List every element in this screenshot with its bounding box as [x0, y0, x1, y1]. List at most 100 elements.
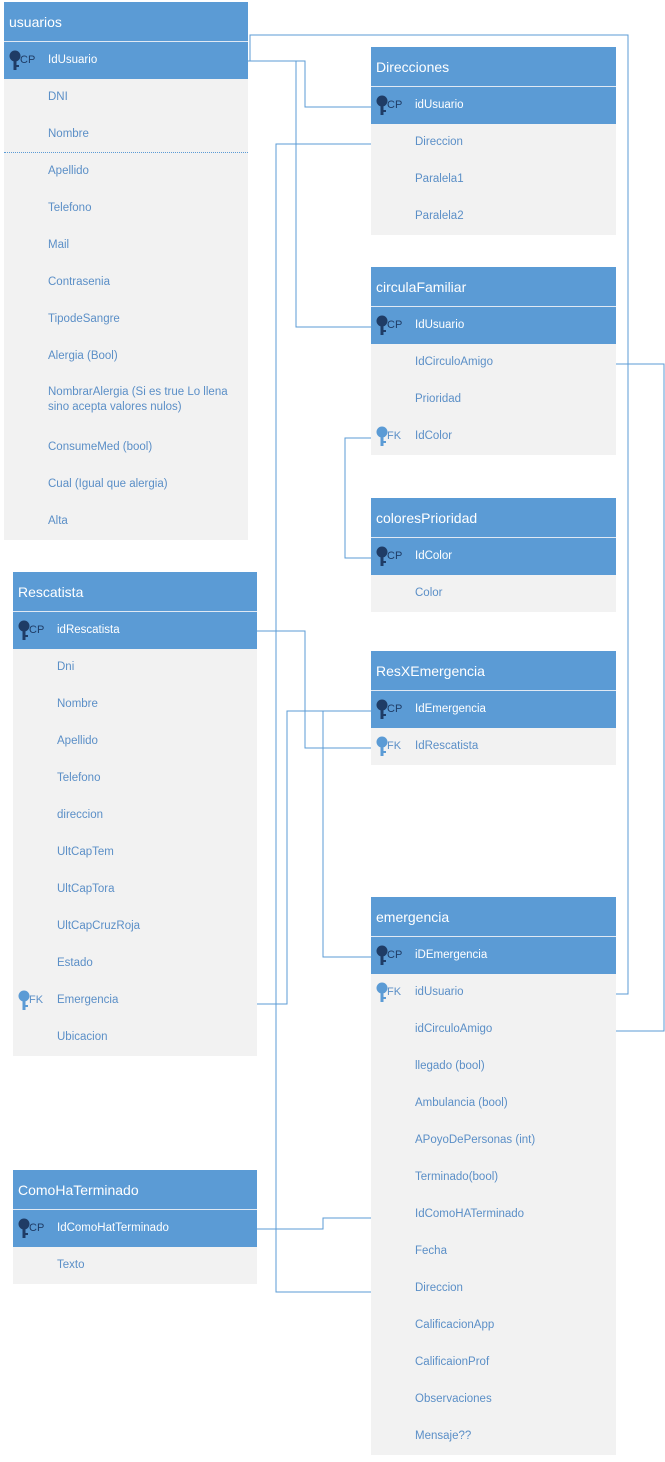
field-row[interactable]: Color — [371, 575, 616, 612]
link-circulafamiliar-emergencia — [616, 363, 665, 1032]
field-row[interactable]: Texto — [13, 1247, 257, 1284]
field-label: Terminado(bool) — [415, 1171, 499, 1183]
link-comohaterminado-emergencia — [257, 1217, 371, 1230]
field-row[interactable]: Cual (Igual que alergia) — [4, 466, 248, 503]
fk-tag: FK — [29, 994, 44, 1006]
field-row[interactable]: ConsumeMed (bool) — [4, 429, 248, 466]
entity-comohaterminado[interactable]: ComoHaTerminado CP IdComoHatTerminado Te… — [13, 1170, 257, 1284]
key-icon — [9, 50, 21, 70]
field-label: NombrarAlergia (Si es true Lo llena sino… — [48, 386, 228, 413]
key-icon — [18, 1218, 30, 1238]
field-row[interactable]: Observaciones — [371, 1381, 616, 1418]
field-row[interactable]: Direccion — [371, 1270, 616, 1307]
field-row[interactable]: IdCirculoAmigo — [371, 344, 616, 381]
field-row[interactable]: Ambulancia (bool) — [371, 1085, 616, 1122]
field-label: IdComoHATerminado — [415, 1208, 525, 1220]
fk-tag: FK — [387, 430, 402, 442]
field-label: Apellido — [57, 735, 98, 747]
field-row[interactable]: Dni — [13, 649, 257, 686]
field-row-pk[interactable]: CP idUsuario — [371, 87, 616, 124]
field-row[interactable]: Apellido — [13, 723, 257, 760]
entity-title: Direcciones — [371, 47, 616, 87]
entity-title: circulaFamiliar — [371, 267, 616, 307]
field-label: Estado — [57, 957, 93, 969]
field-label: idUsuario — [415, 986, 464, 998]
field-label: Nombre — [57, 698, 98, 710]
entity-resxemergencia[interactable]: ResXEmergencia CP IdEmergencia FK IdResc… — [371, 651, 616, 765]
field-row-pk[interactable]: CP IdComoHatTerminado — [13, 1210, 257, 1247]
field-row[interactable]: direccion — [13, 797, 257, 834]
entity-rescatista[interactable]: Rescatista CP idRescatista Dni Nombre Ap… — [13, 572, 257, 1056]
field-row[interactable]: TipodeSangre — [4, 301, 248, 338]
field-label: IdEmergencia — [415, 703, 486, 715]
field-label: idRescatista — [57, 624, 120, 636]
field-row[interactable]: Terminado(bool) — [371, 1159, 616, 1196]
pk-tag: CP — [387, 550, 403, 562]
field-row-pk[interactable]: CP IdUsuario — [371, 307, 616, 344]
link-rescatista-emergencia — [257, 710, 371, 1005]
field-label: UltCapTora — [57, 883, 115, 895]
field-row[interactable]: Nombre — [4, 116, 248, 153]
entity-title: coloresPrioridad — [371, 498, 616, 538]
field-row-pk[interactable]: CP IdColor — [371, 538, 616, 575]
pk-tag: CP — [387, 319, 403, 331]
field-row[interactable]: idCirculoAmigo — [371, 1011, 616, 1048]
field-row[interactable]: Estado — [13, 945, 257, 982]
field-row-fk[interactable]: FK Emergencia — [13, 982, 257, 1019]
field-row[interactable]: Prioridad — [371, 381, 616, 418]
field-row-pk[interactable]: CP idRescatista — [13, 612, 257, 649]
field-row[interactable]: UltCapTem — [13, 834, 257, 871]
field-label: UltCapTem — [57, 846, 114, 858]
field-row[interactable]: Mensaje?? — [371, 1418, 616, 1455]
field-row[interactable]: Direccion — [371, 124, 616, 161]
field-row-pk[interactable]: CP iDEmergencia — [371, 937, 616, 974]
field-row[interactable]: Paralela1 — [371, 161, 616, 198]
key-icon — [376, 736, 388, 756]
field-label: DNI — [48, 91, 68, 103]
field-row[interactable]: IdComoHATerminado — [371, 1196, 616, 1233]
field-row[interactable]: Telefono — [13, 760, 257, 797]
field-row[interactable]: Mail — [4, 227, 248, 264]
field-row[interactable]: CalificaionProf — [371, 1344, 616, 1381]
link-usuarios-emergencia — [248, 34, 629, 995]
entity-direcciones[interactable]: Direcciones CP idUsuario Direccion Paral… — [371, 47, 616, 235]
key-icon — [376, 315, 388, 335]
field-label: idUsuario — [415, 99, 464, 111]
field-row[interactable]: DNI — [4, 79, 248, 116]
field-label: llegado (bool) — [415, 1060, 485, 1072]
field-row[interactable]: Telefono — [4, 190, 248, 227]
field-row[interactable]: Alta — [4, 503, 248, 540]
field-row[interactable]: CalificacionApp — [371, 1307, 616, 1344]
field-row[interactable]: Fecha — [371, 1233, 616, 1270]
field-row[interactable]: Paralela2 — [371, 198, 616, 235]
field-row-pk[interactable]: CP IdEmergencia — [371, 691, 616, 728]
field-row-fk[interactable]: FK idUsuario — [371, 974, 616, 1011]
field-row[interactable]: Apellido — [4, 153, 248, 190]
field-label: IdCirculoAmigo — [415, 356, 493, 368]
field-label: IdUsuario — [415, 319, 465, 331]
field-row-fk[interactable]: FK IdRescatista — [371, 728, 616, 765]
link-rescatista-resxemergencia — [257, 630, 371, 749]
field-label: Contrasenia — [48, 276, 111, 288]
entity-usuarios[interactable]: usuarios CP IdUsuario DNI Nombre Apellid… — [4, 2, 248, 540]
field-row-pk[interactable]: CP IdUsuario — [4, 42, 248, 79]
entity-circulafamiliar[interactable]: circulaFamiliar CP IdUsuario IdCirculoAm… — [371, 267, 616, 455]
field-label: APoyoDePersonas (int) — [415, 1134, 536, 1146]
field-row[interactable]: Alergia (Bool) — [4, 338, 248, 375]
field-row[interactable]: NombrarAlergia (Si es true Lo llena sino… — [4, 375, 248, 429]
field-row[interactable]: llegado (bool) — [371, 1048, 616, 1085]
field-row[interactable]: Nombre — [13, 686, 257, 723]
field-row[interactable]: UltCapTora — [13, 871, 257, 908]
field-row[interactable]: UltCapCruzRoja — [13, 908, 257, 945]
field-row[interactable]: APoyoDePersonas (int) — [371, 1122, 616, 1159]
field-row[interactable]: Contrasenia — [4, 264, 248, 301]
field-label: Direccion — [415, 1282, 463, 1294]
field-row[interactable]: Ubicacion — [13, 1019, 257, 1056]
link-usuarios-direcciones — [248, 60, 371, 108]
field-label: Prioridad — [415, 393, 462, 405]
entity-emergencia[interactable]: emergencia CP iDEmergencia FK idUsuario … — [371, 897, 616, 1455]
field-label: Apellido — [48, 165, 89, 177]
entity-colores-prioridad[interactable]: coloresPrioridad CP IdColor Color — [371, 498, 616, 612]
pk-tag: CP — [387, 949, 403, 961]
field-row-fk[interactable]: FK IdColor — [371, 418, 616, 455]
